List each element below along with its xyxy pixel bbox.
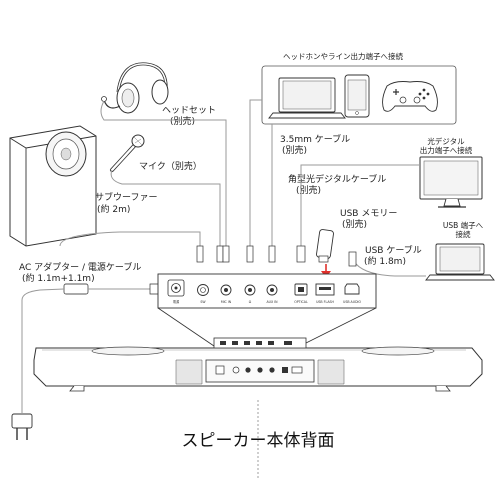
smartphone-icon <box>344 74 370 118</box>
optical-cable-note: (別売) <box>296 184 321 196</box>
port-label-optical: OPTICAL <box>294 300 308 304</box>
optical-cable-label: 角型光デジタルケーブル <box>288 173 386 185</box>
diagram-caption: スピーカー本体背面 <box>182 431 335 451</box>
port-label-pc: USB AUDIO <box>343 300 361 304</box>
callout-lines <box>157 307 377 478</box>
headphone-line-out-label: ヘッドホンやライン出力端子へ接続 <box>283 51 403 61</box>
port-label-phones: Ω <box>249 300 252 304</box>
microphone-icon <box>110 134 145 172</box>
port-label-mic: MIC IN <box>221 300 232 304</box>
ac-adapter-brick-icon <box>63 283 89 295</box>
usb-laptop-icon <box>425 243 495 281</box>
rear-panel <box>157 273 377 309</box>
headset-note: (別売) <box>170 115 195 127</box>
cables <box>21 99 426 414</box>
usb-port-label-line2: 接続 <box>456 229 471 239</box>
port-label-dc: 電源 <box>173 299 180 304</box>
ac-adapter-note: (約 1.1m+1.1m) <box>22 272 95 284</box>
usb-memory-icon <box>316 229 334 263</box>
port-label-aux: AUX IN <box>266 300 278 304</box>
soundbar-icon <box>33 337 483 392</box>
subwoofer-label: サブウーファー <box>95 191 157 203</box>
usb-port-label-line1: USB 端子へ <box>443 220 484 230</box>
usb-cable-label: USB ケーブル <box>365 244 422 256</box>
subwoofer-icon <box>9 125 97 247</box>
power-plug-icon <box>11 413 33 440</box>
headset-label: ヘッドセット <box>162 105 216 116</box>
optical-out-label-line1: 光デジタル <box>427 136 465 146</box>
headset-icon <box>101 62 169 114</box>
tv-monitor-icon <box>419 156 483 208</box>
mic-label: マイク（別売） <box>139 160 202 172</box>
usb-memory-note: (別売) <box>342 218 367 230</box>
game-controller-icon <box>382 81 438 112</box>
usb-memory-label: USB メモリー <box>340 209 397 219</box>
cable-35mm-label: 3.5mm ケーブル <box>280 133 350 145</box>
ac-adapter-label: AC アダプター / 電源ケーブル <box>19 261 141 273</box>
subwoofer-note: (約 2m) <box>97 203 130 215</box>
laptop-icon <box>268 77 346 119</box>
usb-cable-note: (約 1.8m) <box>364 255 406 267</box>
port-label-sub: SW <box>200 300 206 304</box>
port-label-usb: USB FLASH <box>316 300 334 304</box>
optical-out-label-line2: 出力端子へ接続 <box>420 145 473 155</box>
cable-35mm-note: (別売) <box>282 144 307 156</box>
